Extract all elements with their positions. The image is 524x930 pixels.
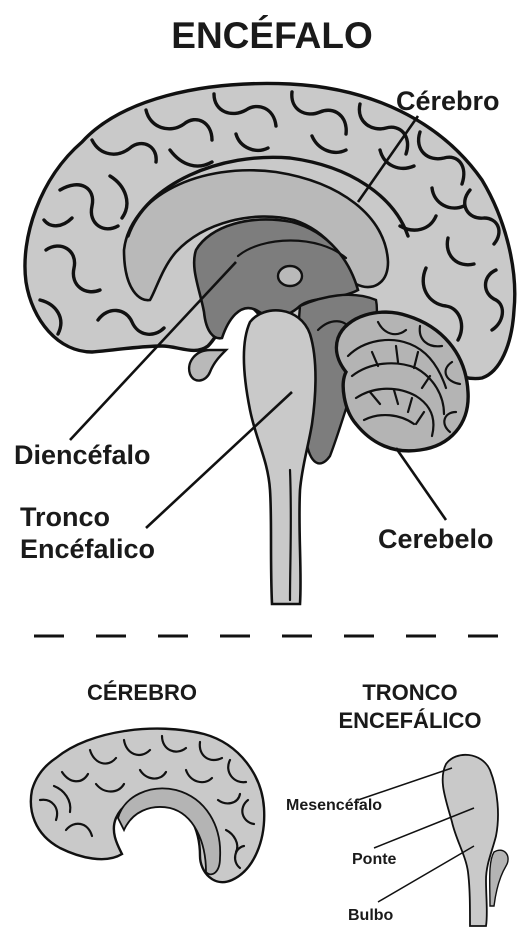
thalamus-nucleus — [278, 266, 302, 286]
ponte-label: Ponte — [352, 851, 397, 868]
diencefalo-label: Diencéfalo — [14, 440, 151, 470]
brainstem-shape — [244, 310, 316, 604]
cerebelo-leader — [396, 448, 446, 520]
tronco-heading-line1: TRONCO — [362, 680, 457, 705]
tronco-label-line1: Tronco — [20, 502, 110, 532]
cerebrum-small-illustration — [31, 729, 264, 883]
brainstem-groove — [290, 470, 291, 600]
pituitary-shape — [189, 350, 226, 381]
bulbo-label: Bulbo — [348, 907, 394, 924]
cerebro-heading: CÉREBRO — [87, 680, 197, 705]
mesencefalo-label: Mesencéfalo — [286, 797, 382, 814]
brainstem-small-illustration — [443, 755, 508, 926]
tronco-heading-line2: ENCEFÁLICO — [339, 708, 482, 733]
cerebro-label: Cérebro — [396, 86, 500, 116]
brainstem-small-dark — [490, 850, 508, 906]
mesencefalo-leader — [358, 768, 452, 800]
cerebelo-label: Cerebelo — [378, 524, 494, 554]
tronco-label-line2: Encéfalico — [20, 534, 155, 564]
diagram-title: ENCÉFALO — [171, 15, 372, 56]
